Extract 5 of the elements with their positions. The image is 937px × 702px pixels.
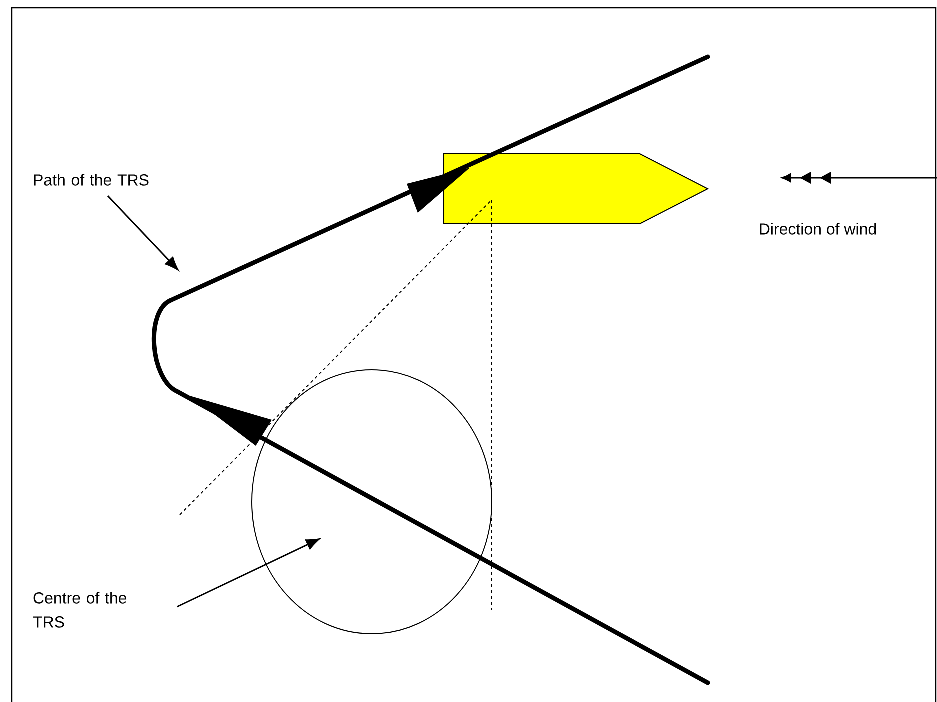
text-label: Centre of the TRS: [33, 592, 127, 628]
leader-line: [176, 538, 320, 608]
leader-line: [107, 196, 179, 270]
text-label: Path of the TRS: [34, 174, 149, 186]
text-label: Direction of wind: [760, 223, 876, 235]
